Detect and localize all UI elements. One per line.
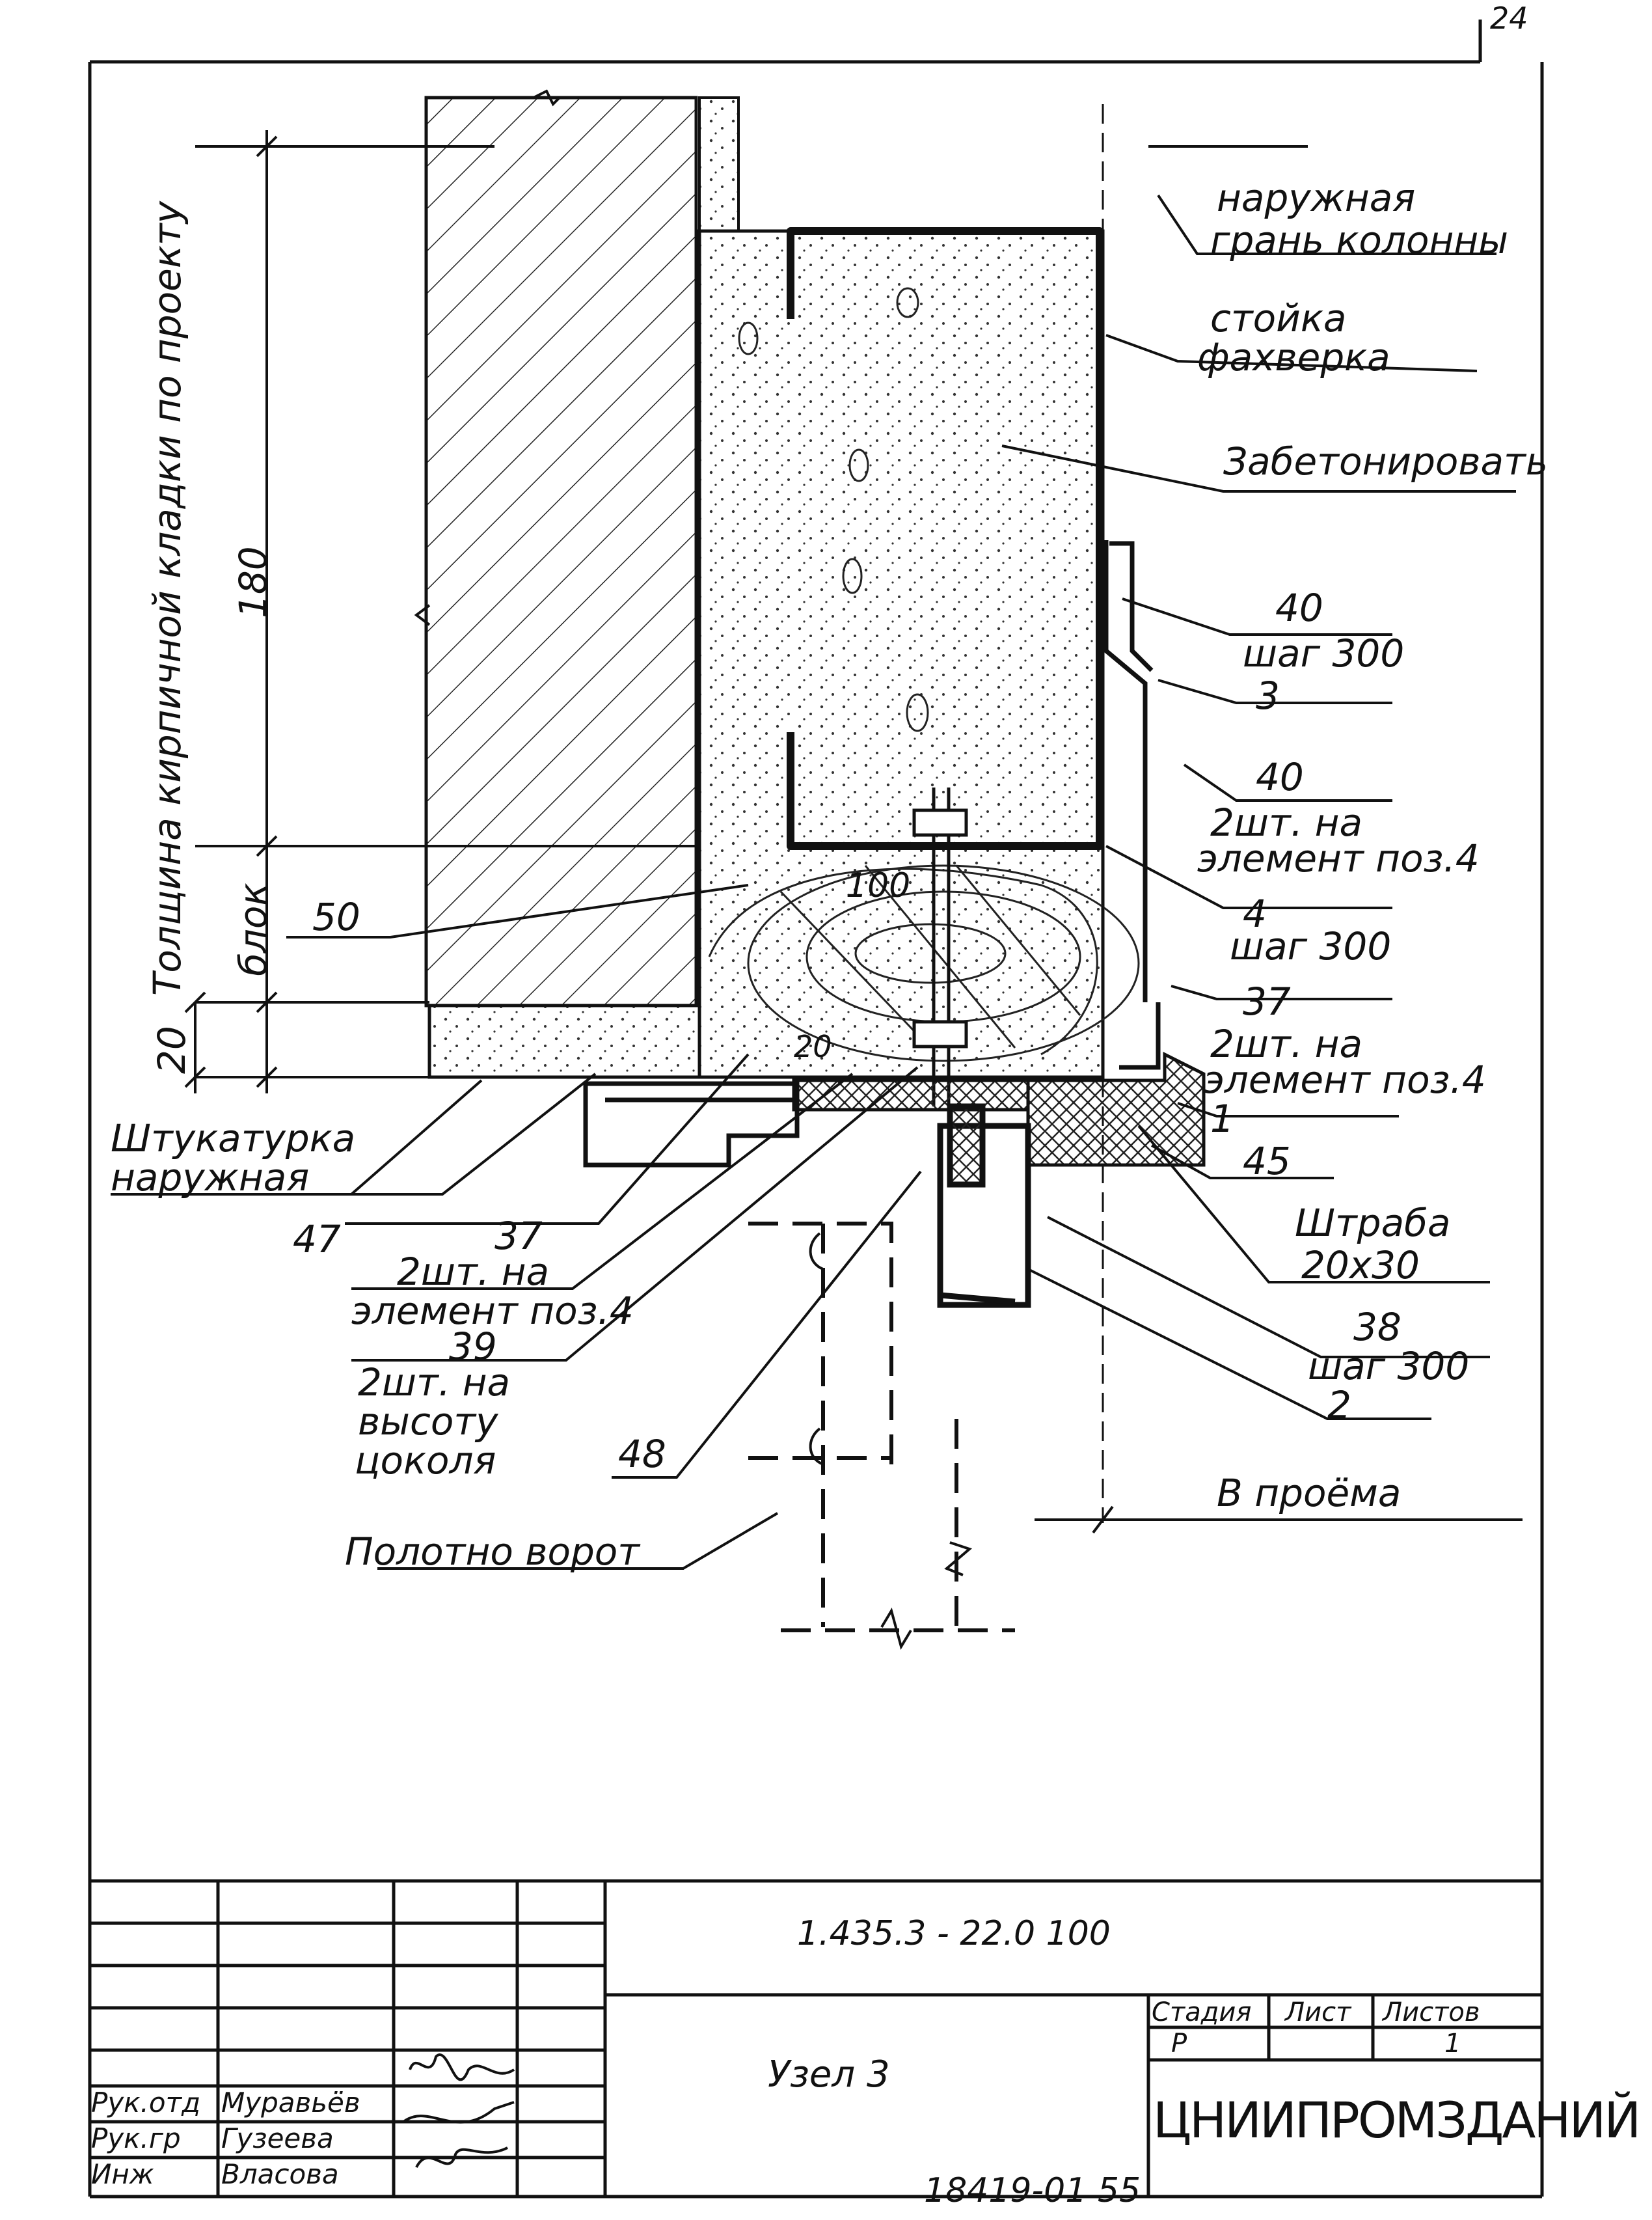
label-39-num: 39 — [449, 1324, 497, 1369]
dim-20: 20 — [150, 1026, 194, 1074]
drawing-title: Узел 3 — [768, 2053, 890, 2096]
label-concrete: Забетонировать — [1223, 439, 1549, 484]
label-post-line2: фахверка — [1197, 335, 1390, 379]
signatures — [402, 2053, 515, 2168]
sheet-corner-number: 24 — [1490, 1, 1528, 36]
stage-header: Стадия — [1152, 1997, 1252, 2027]
lower-frame-profile — [583, 1081, 800, 1168]
label-facade-line2: грань колонны — [1210, 218, 1509, 262]
label-40b-num: 40 — [1256, 755, 1304, 799]
footer-code: 18419-01 55 — [924, 2171, 1141, 2210]
label-38-num: 38 — [1353, 1305, 1401, 1349]
staff-role-2: Рук.гр — [91, 2122, 181, 2154]
label-40a-step: шаг 300 — [1243, 631, 1405, 676]
label-opening: В проёма — [1217, 1471, 1401, 1515]
staff-name-2: Гузеева — [221, 2122, 334, 2154]
plaster-layer — [427, 1004, 701, 1079]
label-38-pos: 2 — [1327, 1383, 1351, 1427]
insulation-strip — [698, 96, 740, 232]
label-plaster-line2: наружная — [111, 1155, 310, 1199]
label-37r-pos: 1 — [1210, 1097, 1234, 1141]
concrete-fill — [697, 229, 1105, 1079]
staff-name-3: Власова — [221, 2158, 339, 2190]
gate-leaf-breaks — [809, 1232, 972, 1651]
label-20-inner: 20 — [794, 1029, 832, 1064]
staff-role-1: Рук.отд — [91, 2087, 201, 2118]
label-40b-qty: 2шт. на — [1210, 801, 1363, 845]
sheets-header: Листов — [1383, 1997, 1480, 2027]
brick-wall — [414, 89, 698, 1007]
dim-block: блок — [231, 883, 275, 976]
doc-code: 1.435.3 - 22.0 100 — [797, 1914, 1111, 1953]
label-37l-qty: 2шт. на — [397, 1250, 550, 1294]
title-block-grid — [90, 1879, 1542, 2197]
label-100: 100 — [846, 866, 911, 905]
side-flashing — [1102, 104, 1161, 1523]
label-37l-elem: элемент поз.4 — [351, 1289, 634, 1333]
label-47: 47 — [293, 1217, 341, 1261]
label-post-line1: стойка — [1210, 296, 1347, 340]
organization-name: ЦНИИПРОМЗДАНИЙ — [1153, 2091, 1641, 2149]
label-40a-num: 40 — [1275, 586, 1323, 630]
label-40b-elem: элемент поз.4 — [1197, 836, 1480, 881]
steel-post-profile — [787, 227, 1104, 850]
label-37r-qty: 2шт. на — [1210, 1022, 1363, 1066]
label-groove-line2: 20x30 — [1301, 1243, 1420, 1287]
sill-seal — [792, 1051, 1206, 1167]
label-plaster-line1: Штукатурка — [111, 1116, 356, 1160]
label-4-num: 4 — [1243, 892, 1267, 936]
gate-leaf-dashed — [748, 1222, 1015, 1634]
anchor-bolt — [912, 788, 968, 1106]
label-39-qty: 2шт. на — [358, 1360, 511, 1405]
label-39-height: высоту — [358, 1399, 498, 1444]
label-48: 48 — [618, 1432, 666, 1476]
sheets-value: 1 — [1444, 2029, 1461, 2059]
label-37l-num: 37 — [494, 1214, 543, 1258]
timber-block — [708, 864, 1140, 1062]
leader-lines — [111, 194, 1516, 1570]
label-40a-pos: 3 — [1256, 674, 1280, 718]
sheet-header: Лист — [1285, 1997, 1351, 2027]
dim-wall-thickness: Толщина кирпичной кладки по проекту — [145, 201, 189, 996]
label-37r-elem: элемент поз.4 — [1204, 1058, 1486, 1102]
dim-180: 180 — [231, 546, 275, 618]
dimension-lines — [184, 130, 1523, 1534]
staff-role-3: Инж — [91, 2158, 154, 2190]
label-38-step: шаг 300 — [1308, 1344, 1470, 1388]
staff-name-1: Муравьёв — [221, 2087, 360, 2118]
stage-value: Р — [1171, 2029, 1187, 2059]
label-groove-line1: Штраба — [1295, 1201, 1451, 1245]
label-4-step: шаг 300 — [1230, 924, 1392, 968]
sheet-frame — [88, 20, 1544, 2199]
label-45: 45 — [1243, 1139, 1291, 1183]
label-37r-num: 37 — [1243, 980, 1291, 1024]
label-facade-line1: наружная — [1217, 176, 1416, 220]
label-gate: Полотно ворот — [345, 1529, 640, 1574]
label-50: 50 — [312, 895, 360, 939]
gate-seal — [937, 1103, 1031, 1308]
label-39-plinth: цоколя — [355, 1438, 496, 1483]
